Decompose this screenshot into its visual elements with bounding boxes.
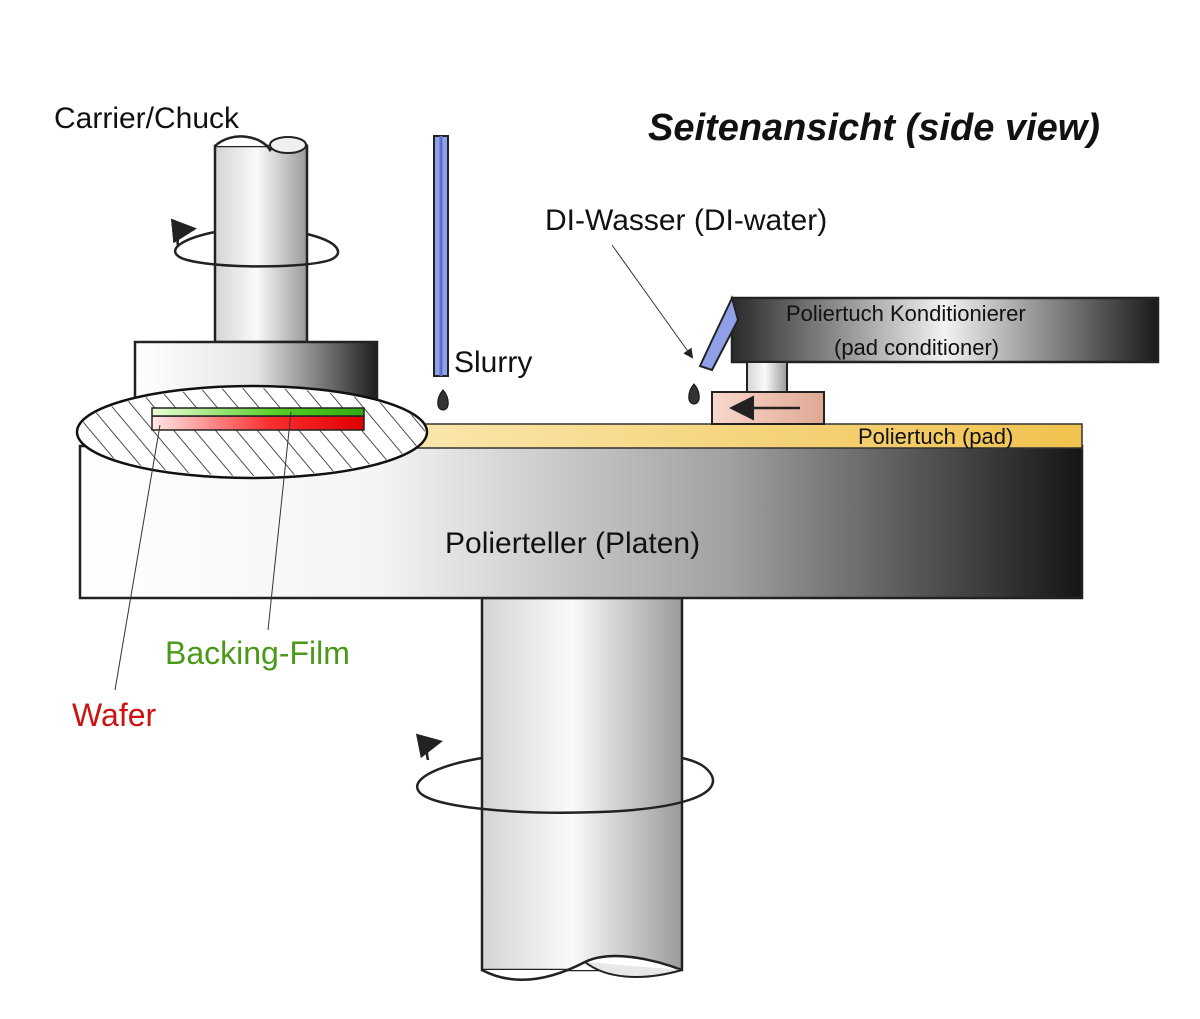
droplet-icon bbox=[688, 383, 700, 405]
detail-ellipse bbox=[75, 384, 429, 480]
label-slurry: Slurry bbox=[454, 346, 532, 379]
leader-line-di-water bbox=[611, 244, 694, 359]
pad-conditioner bbox=[698, 295, 1160, 425]
label-di-water: DI-Wasser (DI-water) bbox=[545, 204, 827, 237]
carrier-shaft bbox=[213, 135, 309, 344]
label-platen: Polierteller (Platen) bbox=[445, 527, 700, 560]
backing-film bbox=[151, 407, 365, 417]
label-wafer: Wafer bbox=[72, 697, 157, 733]
leader-line-backing-film bbox=[267, 411, 292, 631]
label-conditioner-line1: Poliertuch Konditionierer bbox=[786, 301, 1026, 326]
platen-shaft bbox=[480, 596, 684, 981]
label-pad: Poliertuch (pad) bbox=[858, 424, 1013, 449]
label-conditioner-line2: (pad conditioner) bbox=[834, 335, 999, 360]
rotation-arrow-icon bbox=[170, 218, 340, 268]
diagram-title: Seitenansicht (side view) bbox=[648, 107, 1100, 149]
wafer bbox=[151, 415, 365, 431]
label-carrier: Carrier/Chuck bbox=[54, 102, 240, 135]
droplet-icon bbox=[437, 389, 449, 411]
leader-line-wafer bbox=[114, 424, 161, 691]
rotation-arrow-icon bbox=[415, 733, 715, 814]
label-backing-film: Backing-Film bbox=[165, 635, 350, 671]
slurry-tube bbox=[433, 135, 449, 377]
